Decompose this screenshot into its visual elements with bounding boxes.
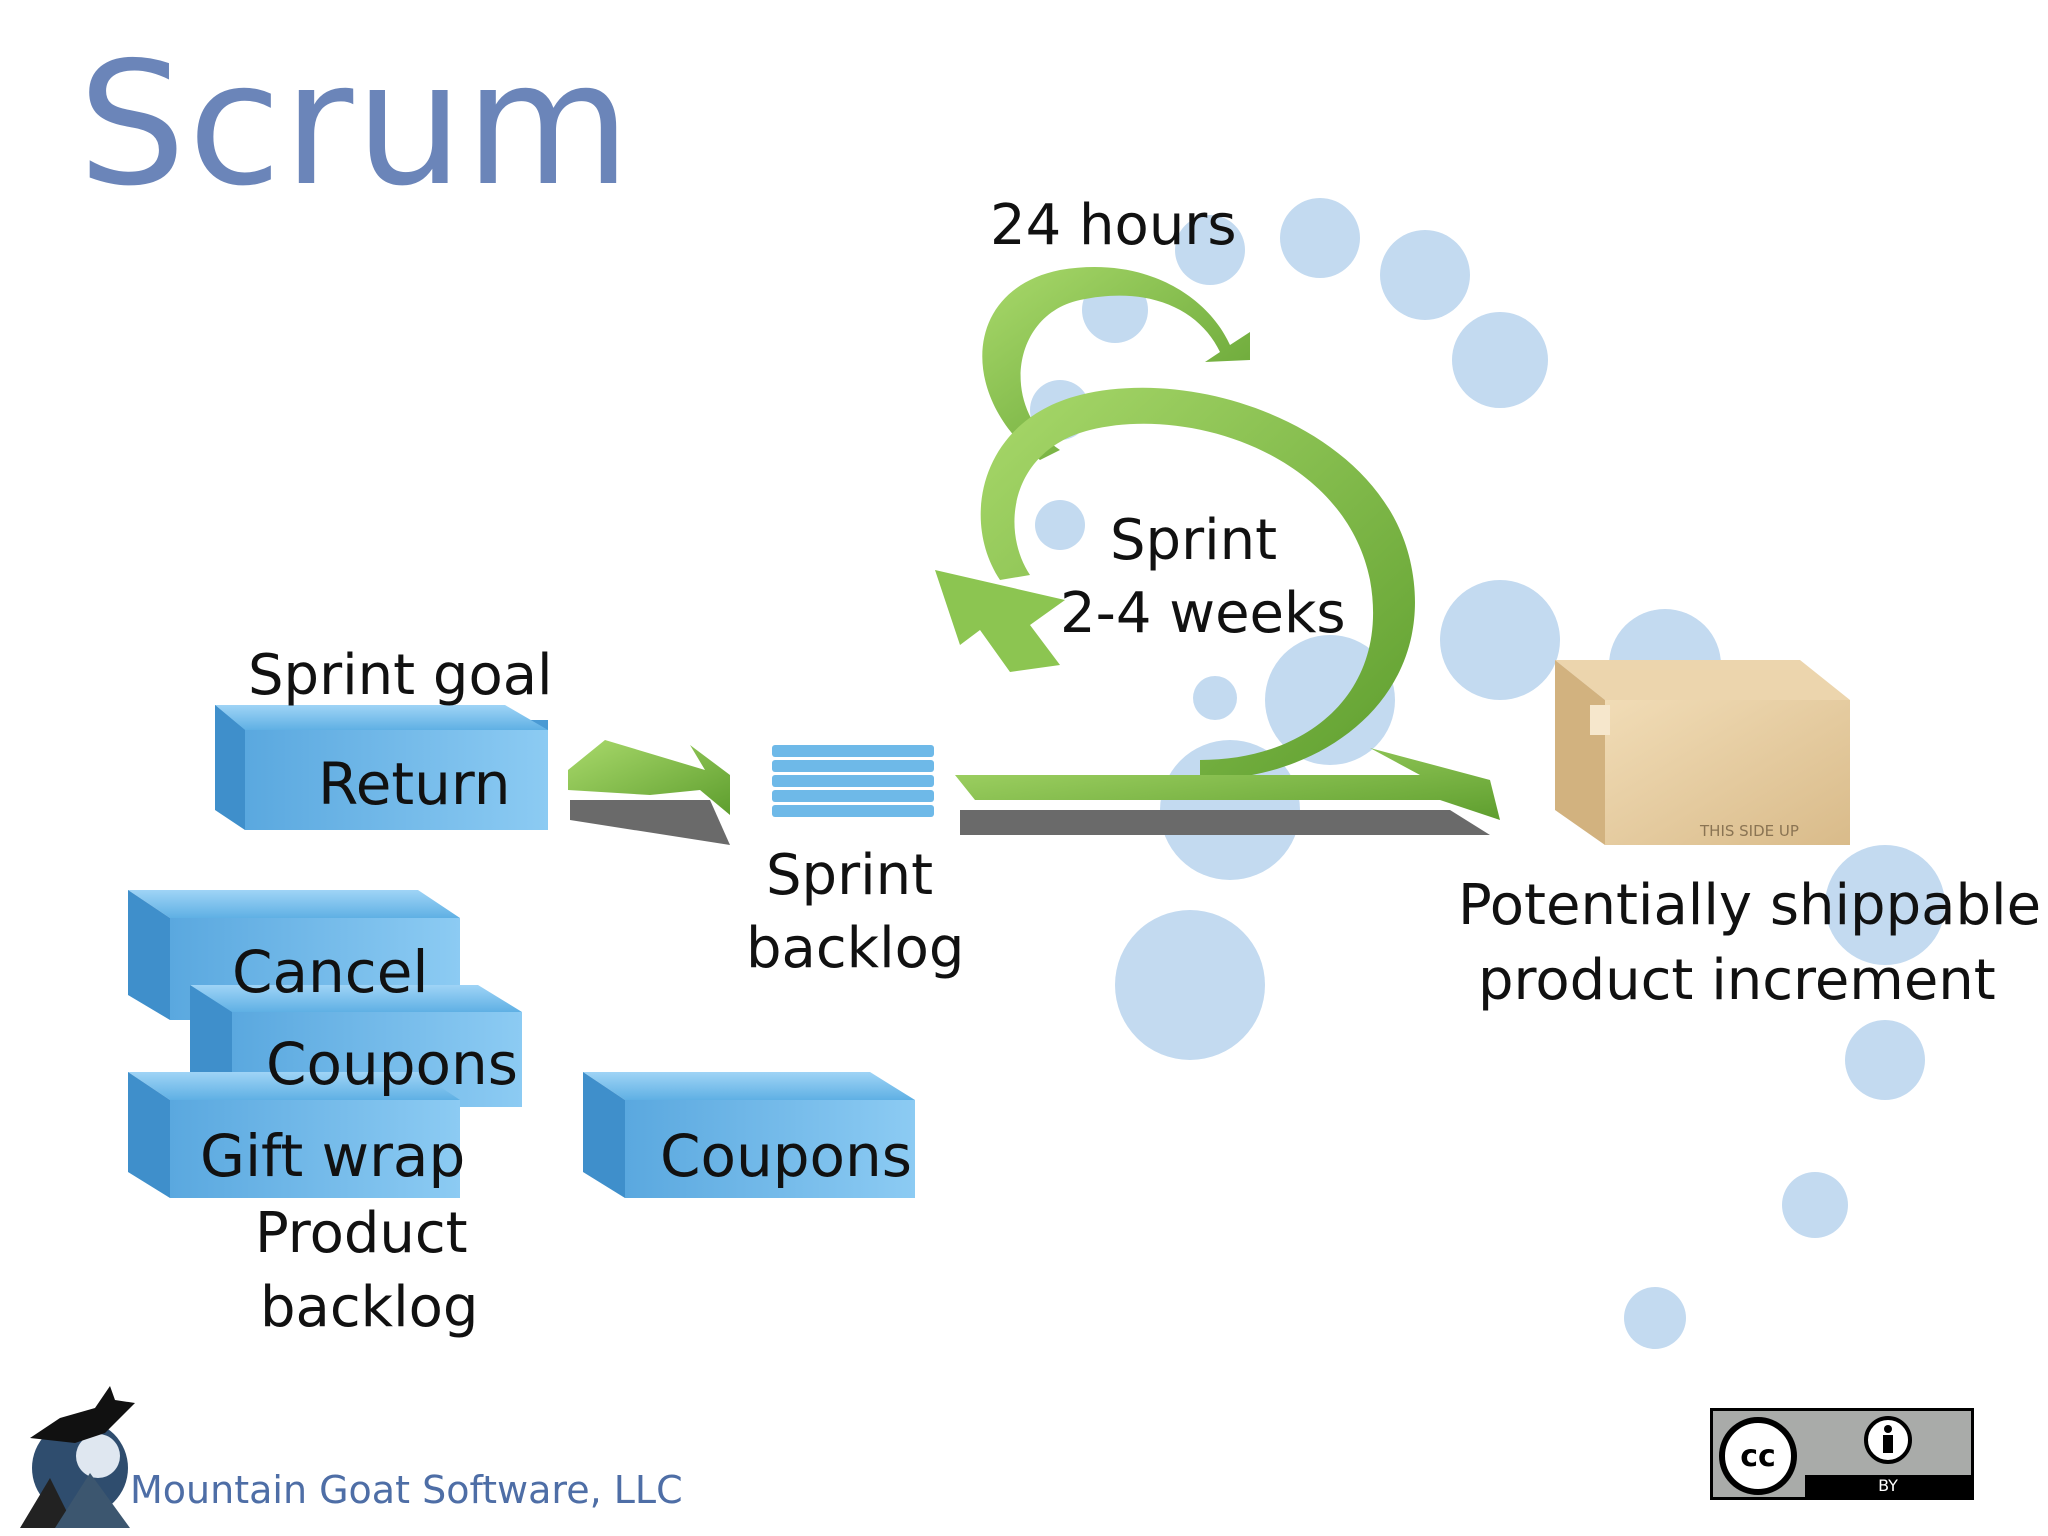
- sprint-backlog-label-line1: Sprint: [766, 843, 934, 908]
- sprint-loop-arrow: [980, 387, 1415, 780]
- attribution-icon: [1864, 1416, 1912, 1464]
- cc-license-badge: cc BY: [1710, 1408, 1974, 1500]
- daily-label: 24 hours: [990, 193, 1237, 258]
- goal-block-shape: [215, 705, 548, 830]
- flow-arrow: [955, 748, 1500, 820]
- company-name: Mountain Goat Software, LLC: [130, 1468, 683, 1512]
- goal-block-text: Return: [318, 750, 511, 818]
- sprint-backlog-stack: [772, 745, 934, 817]
- shipping-box-icon: [1555, 660, 1850, 845]
- selection-arrow: [568, 740, 730, 815]
- svg-text:cc: cc: [1740, 1439, 1776, 1474]
- sprint-goal-label: Sprint goal: [248, 643, 553, 708]
- cc-by-label: BY: [1805, 1475, 1971, 1497]
- sprint-backlog-label-line2: backlog: [746, 916, 965, 981]
- goat-logo-icon: [20, 1386, 135, 1528]
- slide-title: Scrum: [78, 26, 633, 224]
- product-backlog-label-line1: Product: [255, 1201, 468, 1266]
- giftwrap-block-shape: [128, 1072, 460, 1198]
- cc-icon: cc: [1719, 1417, 1797, 1495]
- coupons-block-text: Coupons: [266, 1030, 519, 1098]
- box-stamp-text: THIS SIDE UP: [1700, 822, 1799, 840]
- sprint-label-line2: 2-4 weeks: [1060, 581, 1346, 646]
- selected-block-shape: [583, 1072, 915, 1198]
- increment-label-line2: product increment: [1478, 948, 1996, 1013]
- cancel-block-text: Cancel: [232, 938, 429, 1006]
- sprint-label-line1: Sprint: [1110, 508, 1278, 573]
- giftwrap-block-text: Gift wrap: [200, 1122, 466, 1190]
- product-backlog-label-line2: backlog: [260, 1275, 479, 1340]
- selected-block-text: Coupons: [660, 1122, 913, 1190]
- increment-label-line1: Potentially shippable: [1458, 873, 2042, 938]
- sprint-loop-arrowhead: [935, 570, 1065, 672]
